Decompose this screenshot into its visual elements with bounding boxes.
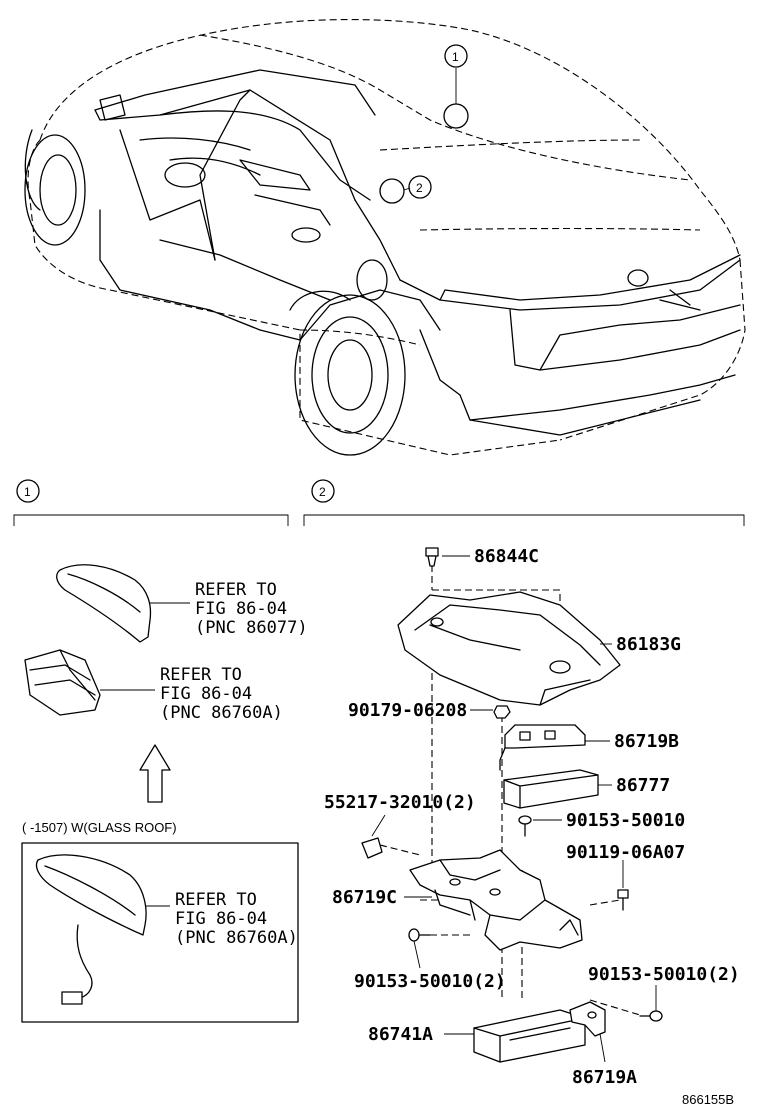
ref2-line3: (PNC 86760A) [160,703,283,723]
clip-icon [425,547,470,567]
glass-roof-box [21,842,299,1023]
callout-marker-2 [379,178,405,204]
label-86777: 86777 [616,775,670,796]
ref3-line3: (PNC 86760A) [175,928,298,948]
label-90153-50010-2-left: 90153-50010(2) [354,971,506,992]
up-arrow-icon [139,744,171,803]
ref2-line2: FIG 86-04 [160,684,252,704]
bolt-lower-left-icon [408,928,431,969]
callout-label-2a: 2 [416,181,423,195]
section-2-label: 2 [319,485,326,499]
nut-icon [470,705,511,719]
screw-icon [617,860,629,911]
car-illustration [24,19,746,456]
label-86183G: 86183G [616,634,681,655]
clip-55217-icon [361,814,386,859]
ref1-line2: FIG 86-04 [195,599,287,619]
bracket-c-icon [404,849,583,951]
cover-bracket-icon [397,591,621,706]
antenna-module-icon [24,649,155,716]
ref1-line3: (PNC 86077) [195,618,308,638]
section-1-label: 1 [24,485,31,499]
label-90179-06208: 90179-06208 [348,700,467,721]
label-86844C: 86844C [474,546,539,567]
label-86719C: 86719C [332,887,397,908]
shark-fin-antenna-icon [56,564,190,643]
label-86741A: 86741A [368,1024,433,1045]
glass-roof-antenna-icon [35,854,170,1005]
label-90153-50010: 90153-50010 [566,810,685,831]
section-headers [13,479,745,526]
label-90153-50010-2-right: 90153-50010(2) [588,964,740,985]
bolt-upper-icon [518,815,562,837]
module-86777-icon [503,769,612,809]
bolt-lower-right-icon [639,985,663,1022]
label-55217-32010: 55217-32010(2) [324,792,476,813]
alignment-guides [379,565,641,1016]
label-86719B: 86719B [614,731,679,752]
ref3-line1: REFER TO [175,890,257,910]
ref1-line1: REFER TO [195,580,277,600]
figure-id: 866155B [682,1092,734,1107]
bracket-b-icon [499,724,610,771]
module-86741A-icon [444,1009,586,1063]
label-90119-06A07: 90119-06A07 [566,842,685,863]
ref3-line2: FIG 86-04 [175,909,267,929]
label-86719A: 86719A [572,1067,637,1088]
callout-marker-1 [443,103,469,129]
callout-label-1a: 1 [452,50,459,64]
bracket-a-icon [569,1001,606,1063]
glass-roof-condition: ( -1507) W(GLASS ROOF) [22,820,177,835]
ref2-line1: REFER TO [160,665,242,685]
